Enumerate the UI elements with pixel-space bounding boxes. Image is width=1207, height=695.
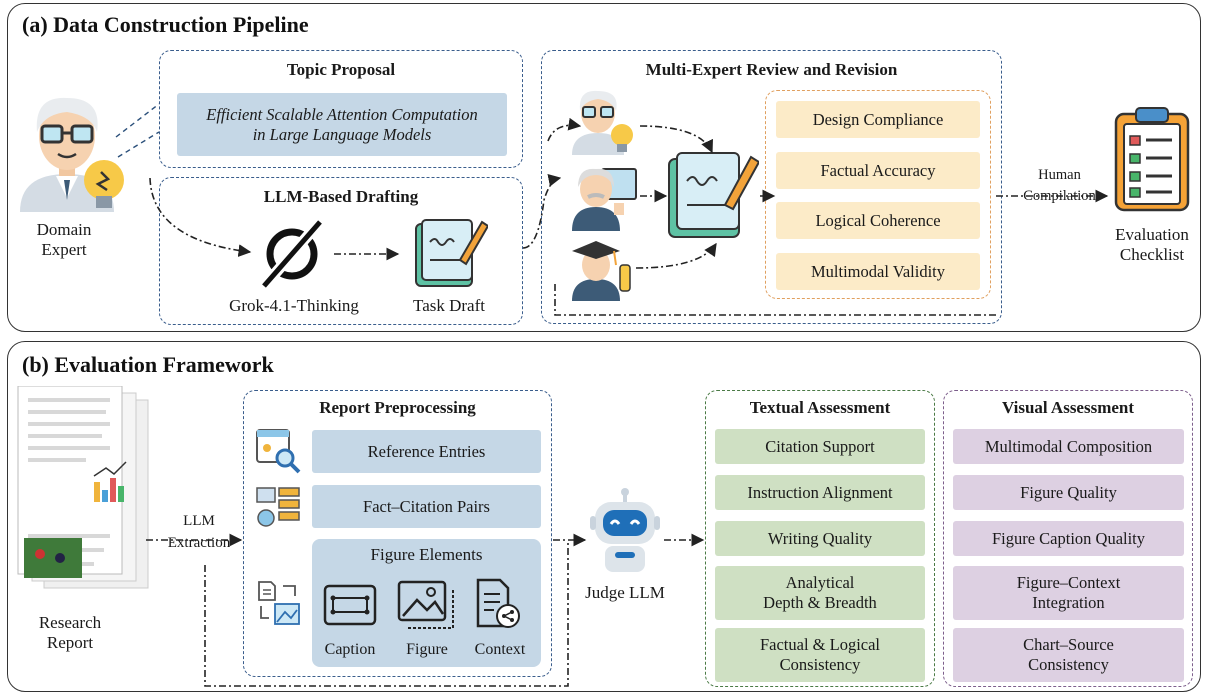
preprocessing-title: Report Preprocessing <box>319 398 476 417</box>
caption-label: Caption <box>324 641 376 658</box>
fact-citation-icon <box>255 484 301 530</box>
image-text-icon <box>255 580 301 626</box>
domain-expert-icon <box>12 92 127 212</box>
panel-a-title: (a) Data Construction Pipeline <box>22 12 309 37</box>
research-report-icon <box>14 385 152 592</box>
textual-assessment-title: Textual Assessment <box>749 398 891 417</box>
topic-proposal-title: Topic Proposal <box>286 60 396 79</box>
figure-elements-title: Figure Elements <box>370 545 483 564</box>
grok-label: Grok-4.1-Thinking <box>229 296 359 315</box>
visual-multimodal-composition: Multimodal Composition <box>953 429 1184 464</box>
visual-figure-caption-quality: Figure Caption Quality <box>953 521 1184 556</box>
textual-instruction-alignment: Instruction Alignment <box>715 475 925 510</box>
revision-document-icon <box>663 145 761 241</box>
task-draft-icon <box>410 214 490 290</box>
fact-citation-pairs: Fact–Citation Pairs <box>312 485 541 528</box>
task-draft-label: Task Draft <box>413 296 485 315</box>
criterion-design-compliance: Design Compliance <box>776 101 980 138</box>
figure-image-icon <box>397 580 457 630</box>
review-title: Multi-Expert Review and Revision <box>645 60 898 79</box>
visual-assessment-box <box>943 390 1193 687</box>
caption-icon <box>323 582 377 628</box>
expert-professor-icon <box>568 163 640 231</box>
reference-entries: Reference Entries <box>312 430 541 473</box>
grok-logo-icon <box>258 220 326 288</box>
expert-engineer-icon <box>568 87 634 155</box>
criterion-factual-accuracy: Factual Accuracy <box>776 152 980 189</box>
topic-text: Efficient Scalable Attention Computation… <box>177 93 507 156</box>
judge-robot-icon <box>587 488 663 574</box>
reference-search-icon <box>255 428 301 474</box>
criterion-logical-coherence: Logical Coherence <box>776 202 980 239</box>
context-label: Context <box>474 641 526 658</box>
visual-assessment-title: Visual Assessment <box>1001 398 1135 417</box>
judge-llm-label: Judge LLM <box>585 583 665 602</box>
textual-assessment-box <box>705 390 935 687</box>
evaluation-checklist-icon <box>1112 104 1192 212</box>
textual-writing-quality: Writing Quality <box>715 521 925 556</box>
figure-label: Figure <box>406 641 448 658</box>
expert-graduate-icon <box>568 237 634 301</box>
criterion-multimodal-validity: Multimodal Validity <box>776 253 980 290</box>
context-document-icon <box>474 578 520 630</box>
textual-citation-support: Citation Support <box>715 429 925 464</box>
llm-drafting-title: LLM-Based Drafting <box>263 187 419 206</box>
visual-figure-quality: Figure Quality <box>953 475 1184 510</box>
panel-b-title: (b) Evaluation Framework <box>22 352 274 377</box>
topic-proposal-box <box>159 50 523 168</box>
